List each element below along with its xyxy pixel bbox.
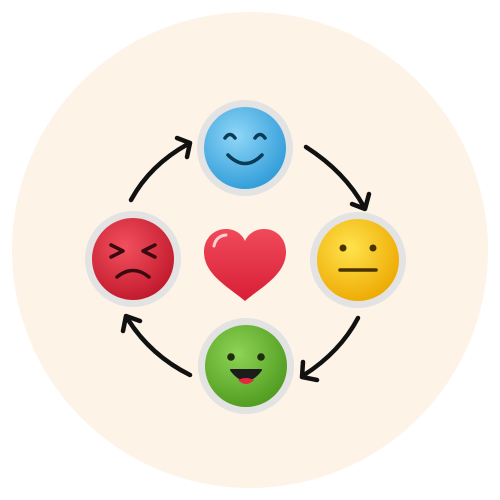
neutral-face-icon: [310, 212, 406, 308]
arrow-happy-to-neutral-icon: [303, 144, 372, 212]
arrow-neutral-to-laughing-icon: [299, 315, 361, 383]
smiling-face-icon: [197, 100, 293, 196]
angry-face-icon: [85, 211, 181, 307]
arrow-angry-to-happy-icon: [128, 135, 193, 203]
cycle-arrows: [120, 135, 372, 383]
arrow-laughing-to-angry-icon: [120, 313, 193, 378]
heart-icon: [204, 229, 286, 301]
laughing-face-icon: [198, 318, 294, 414]
